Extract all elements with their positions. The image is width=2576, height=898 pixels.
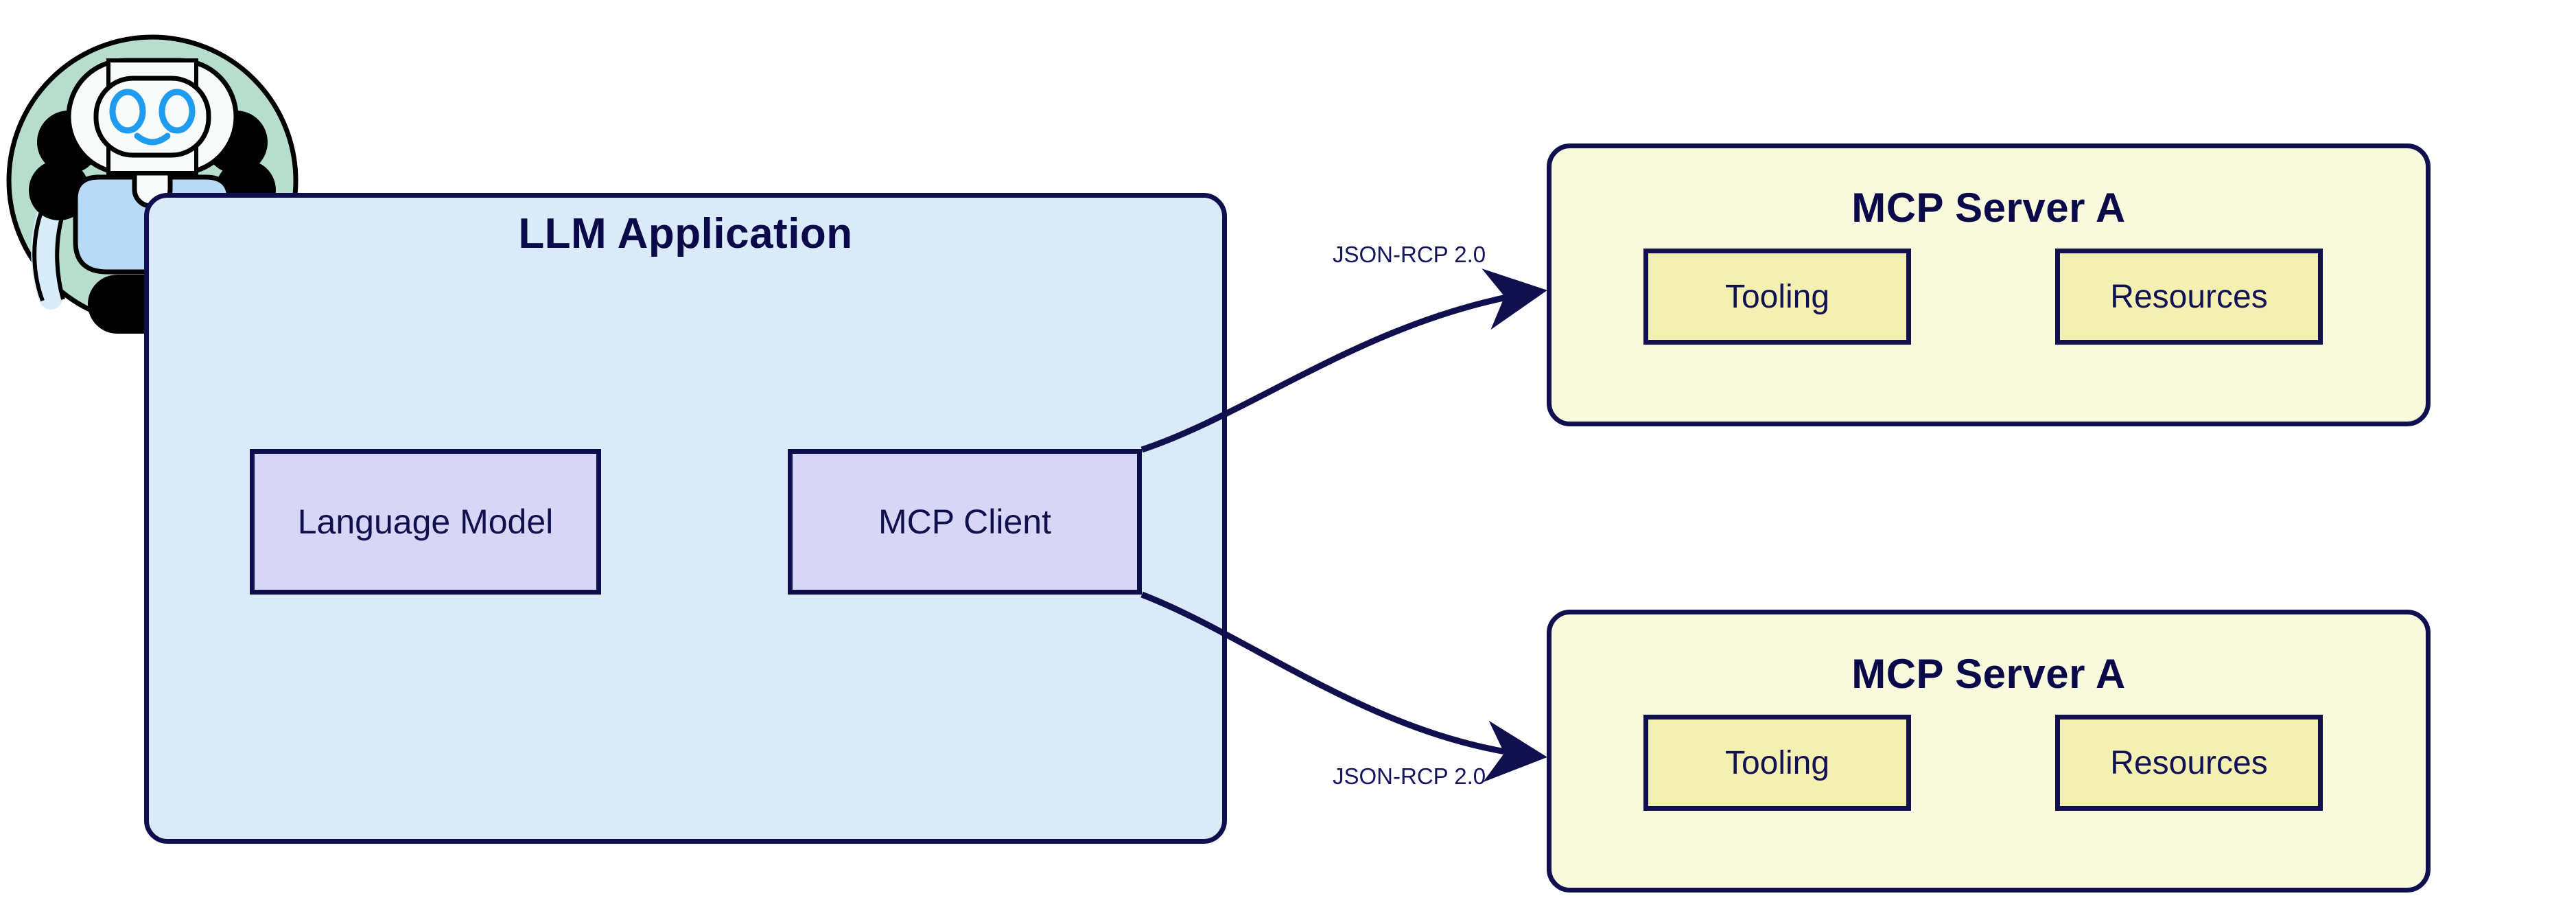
language-model-node[interactable]: Language Model [250, 449, 601, 595]
mcp-server-top-tooling-block[interactable]: Tooling [1643, 249, 1911, 345]
mcp-server-top-title: MCP Server A [1851, 185, 2126, 231]
llm-application-title: LLM Application [518, 210, 853, 257]
connector-label-bottom: JSON-RCP 2.0 [1333, 763, 1486, 789]
mcp-server-card-bottom[interactable]: MCP Server A Tooling Resources [1547, 610, 2431, 893]
resources-label: Resources [2110, 744, 2268, 781]
tooling-label: Tooling [1724, 278, 1830, 315]
connector-label-top: JSON-RCP 2.0 [1333, 242, 1486, 267]
tooling-label: Tooling [1724, 744, 1830, 781]
mcp-server-top-resources-block[interactable]: Resources [2055, 249, 2323, 345]
mcp-client-label: MCP Client [878, 503, 1051, 541]
mcp-server-bottom-title: MCP Server A [1851, 651, 2126, 697]
language-model-label: Language Model [297, 503, 554, 541]
mcp-client-node[interactable]: MCP Client [788, 449, 1142, 595]
mcp-server-bottom-resources-block[interactable]: Resources [2055, 715, 2323, 811]
mcp-server-bottom-tooling-block[interactable]: Tooling [1643, 715, 1911, 811]
mcp-server-card-top[interactable]: MCP Server A Tooling Resources [1547, 143, 2431, 426]
resources-label: Resources [2110, 278, 2268, 315]
